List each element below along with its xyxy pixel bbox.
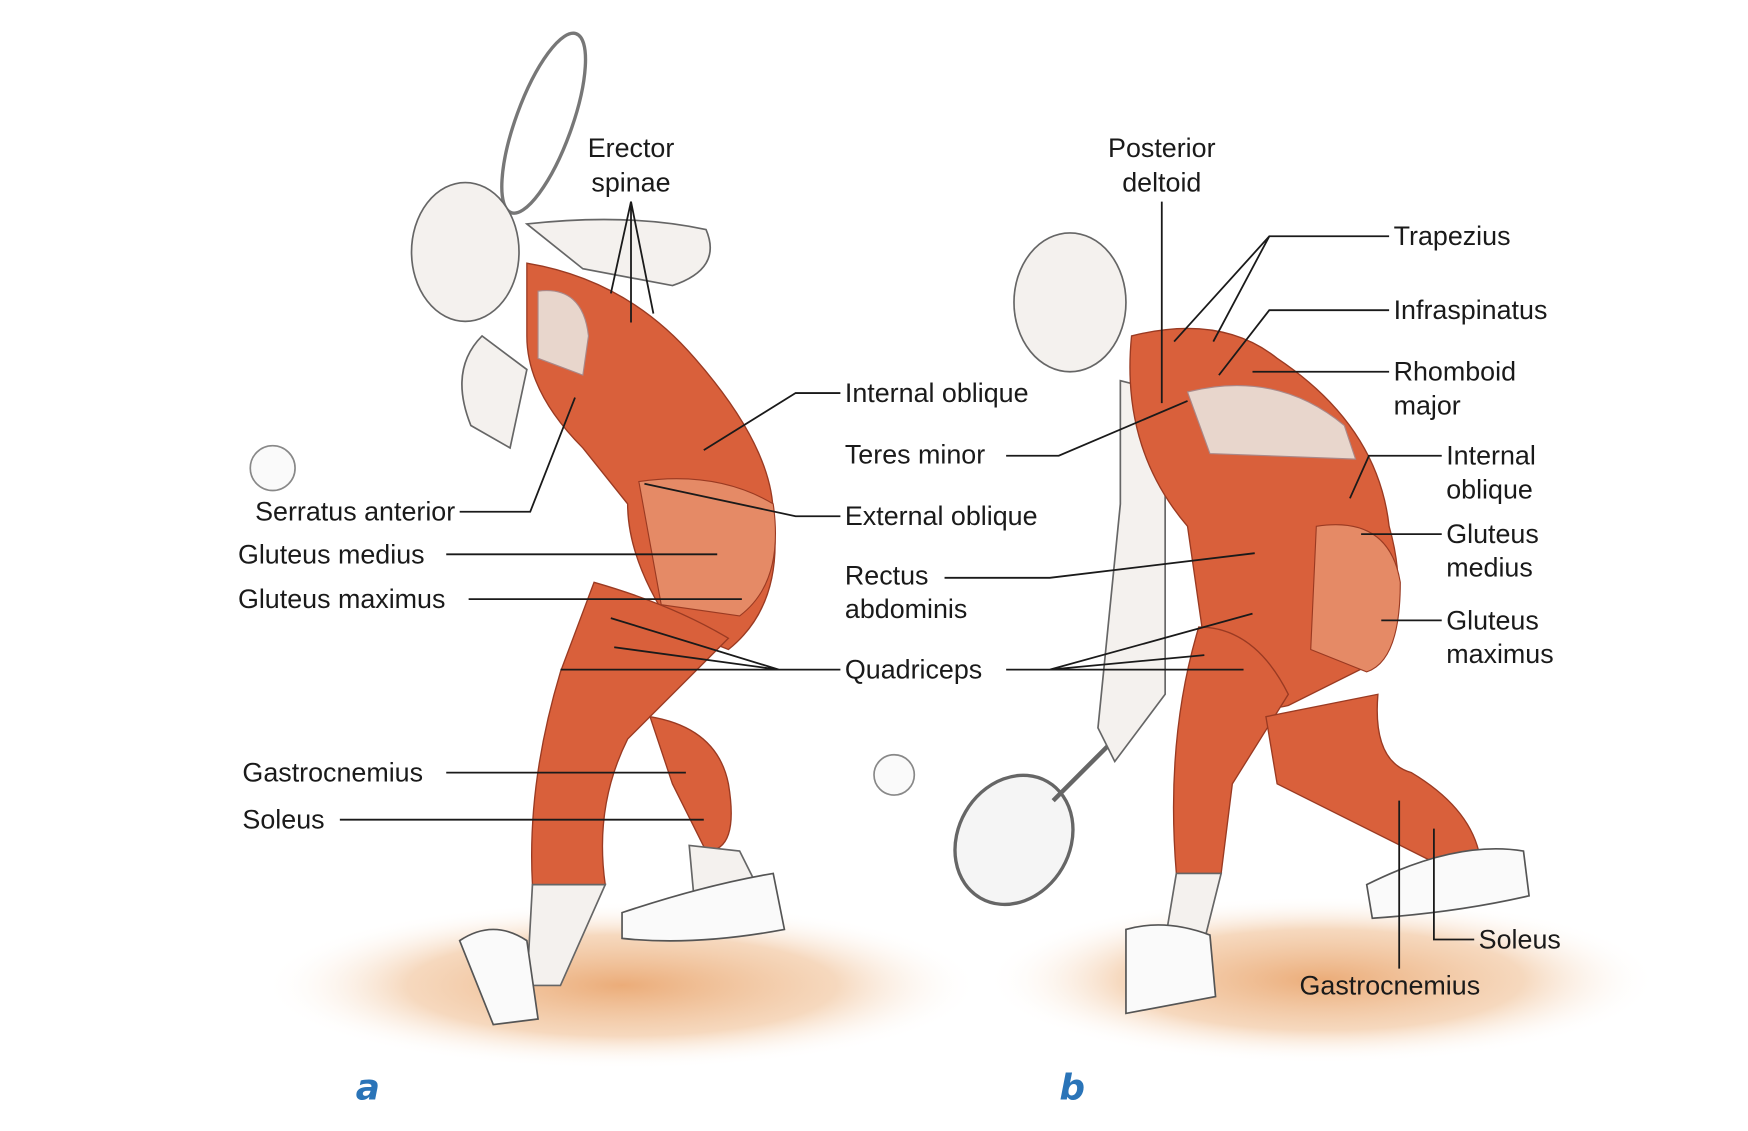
label-gluteus-medius-a: Gluteus medius <box>238 539 425 569</box>
label-gluteus-maximus-a: Gluteus maximus <box>238 584 445 614</box>
racket-icon <box>500 31 588 215</box>
label-internal-oblique-b: Internal <box>1446 441 1536 471</box>
label-gluteus-maximus-b: maximus <box>1446 639 1553 669</box>
label-rectus-abdominis: abdominis <box>845 594 967 624</box>
label-gluteus-medius-b: Gluteus <box>1446 519 1539 549</box>
label-internal-oblique-b: oblique <box>1446 474 1533 504</box>
labels-b: Posterior deltoid Trapezius Infraspinatu… <box>845 133 1561 1001</box>
label-infraspinatus: Infraspinatus <box>1394 295 1548 325</box>
racket-icon <box>953 773 1075 907</box>
label-rhomboid-major: Rhomboid <box>1394 357 1516 387</box>
label-posterior-deltoid: Posterior <box>1108 133 1216 163</box>
label-erector-spinae: Erector <box>588 133 675 163</box>
label-rectus-abdominis: Rectus <box>845 561 929 591</box>
label-gluteus-medius-b: medius <box>1446 553 1533 583</box>
label-gluteus-maximus-b: Gluteus <box>1446 605 1539 635</box>
leader-lines-a <box>339 201 841 821</box>
label-soleus-b: Soleus <box>1479 924 1561 954</box>
clay-ground-a <box>263 901 981 1070</box>
panel-label-b: b <box>1059 1068 1085 1109</box>
label-rhomboid-major: major <box>1394 390 1461 420</box>
leader-lines-b <box>944 201 1475 969</box>
label-posterior-deltoid: deltoid <box>1122 167 1201 197</box>
label-serratus-anterior: Serratus anterior <box>255 497 455 527</box>
labels-a: Erector spinae Internal oblique Serratus… <box>238 133 1038 835</box>
label-quadriceps: Quadriceps <box>845 655 982 685</box>
label-soleus-a: Soleus <box>242 805 324 835</box>
figure-a <box>249 31 786 1026</box>
tennis-ball-icon <box>873 753 916 796</box>
tennis-ball-icon <box>249 444 296 492</box>
label-trapezius: Trapezius <box>1394 221 1511 251</box>
panel-label-a: a <box>356 1068 380 1109</box>
label-internal-oblique-a: Internal oblique <box>845 378 1029 408</box>
label-gastrocnemius-a: Gastrocnemius <box>242 758 423 788</box>
label-erector-spinae: spinae <box>591 167 670 197</box>
label-gastrocnemius-b: Gastrocnemius <box>1300 970 1481 1000</box>
label-external-oblique: External oblique <box>845 501 1038 531</box>
label-teres-minor: Teres minor <box>845 440 985 470</box>
figure-b <box>873 232 1531 1015</box>
